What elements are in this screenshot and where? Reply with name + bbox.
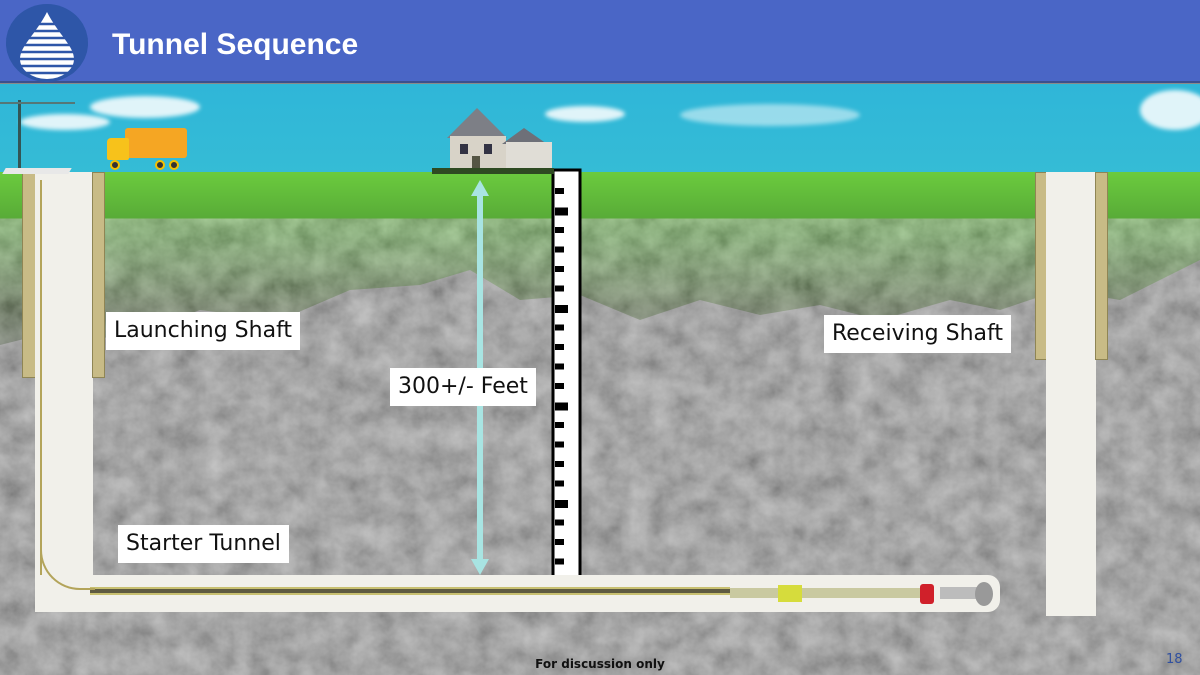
- launching-shaft-casing-right: [92, 172, 105, 378]
- ruler-tick: [555, 558, 564, 565]
- house-icon: [432, 108, 554, 174]
- pipeline: [90, 587, 730, 595]
- ruler-tick: [555, 188, 564, 194]
- ruler-tick: [555, 500, 568, 508]
- ruler-tick: [555, 402, 568, 411]
- receiving-shaft-label: Receiving Shaft: [824, 315, 1011, 354]
- ruler-tick: [555, 246, 564, 253]
- tunnel-boring-machine: [730, 580, 998, 608]
- receiving-shaft: [1046, 172, 1096, 616]
- starter-tunnel-label: Starter Tunnel: [118, 525, 289, 564]
- dump-truck-icon: [107, 128, 187, 170]
- launching-shaft-label: Launching Shaft: [106, 312, 301, 351]
- slide-title: Tunnel Sequence: [112, 28, 359, 61]
- crane-icon: [18, 100, 21, 168]
- depth-label: 300+/- Feet: [390, 368, 536, 407]
- ruler-tick: [555, 363, 564, 370]
- launching-shaft: [35, 172, 93, 612]
- ruler-tick: [555, 207, 568, 216]
- ruler-tick: [555, 480, 564, 487]
- ruler-tick: [555, 266, 564, 272]
- page-number: 18: [1166, 652, 1183, 667]
- ruler-tick: [555, 383, 564, 389]
- ruler-tick: [555, 305, 568, 313]
- ruler-tick: [555, 422, 564, 428]
- ruler-tick: [555, 519, 564, 526]
- footer-note: For discussion only: [535, 657, 665, 671]
- ruler-tick: [555, 539, 564, 545]
- slide-header: Tunnel Sequence: [0, 0, 1200, 83]
- ruler-tick: [555, 285, 564, 292]
- ruler-tick: [555, 461, 564, 467]
- ruler-tick: [555, 344, 564, 350]
- receiving-shaft-casing-right: [1095, 172, 1108, 360]
- ruler-tick: [555, 441, 564, 448]
- sky: [0, 84, 1200, 174]
- water-drop-logo-icon: [6, 4, 88, 82]
- ruler-tick: [555, 324, 564, 331]
- ruler-tick: [555, 227, 564, 233]
